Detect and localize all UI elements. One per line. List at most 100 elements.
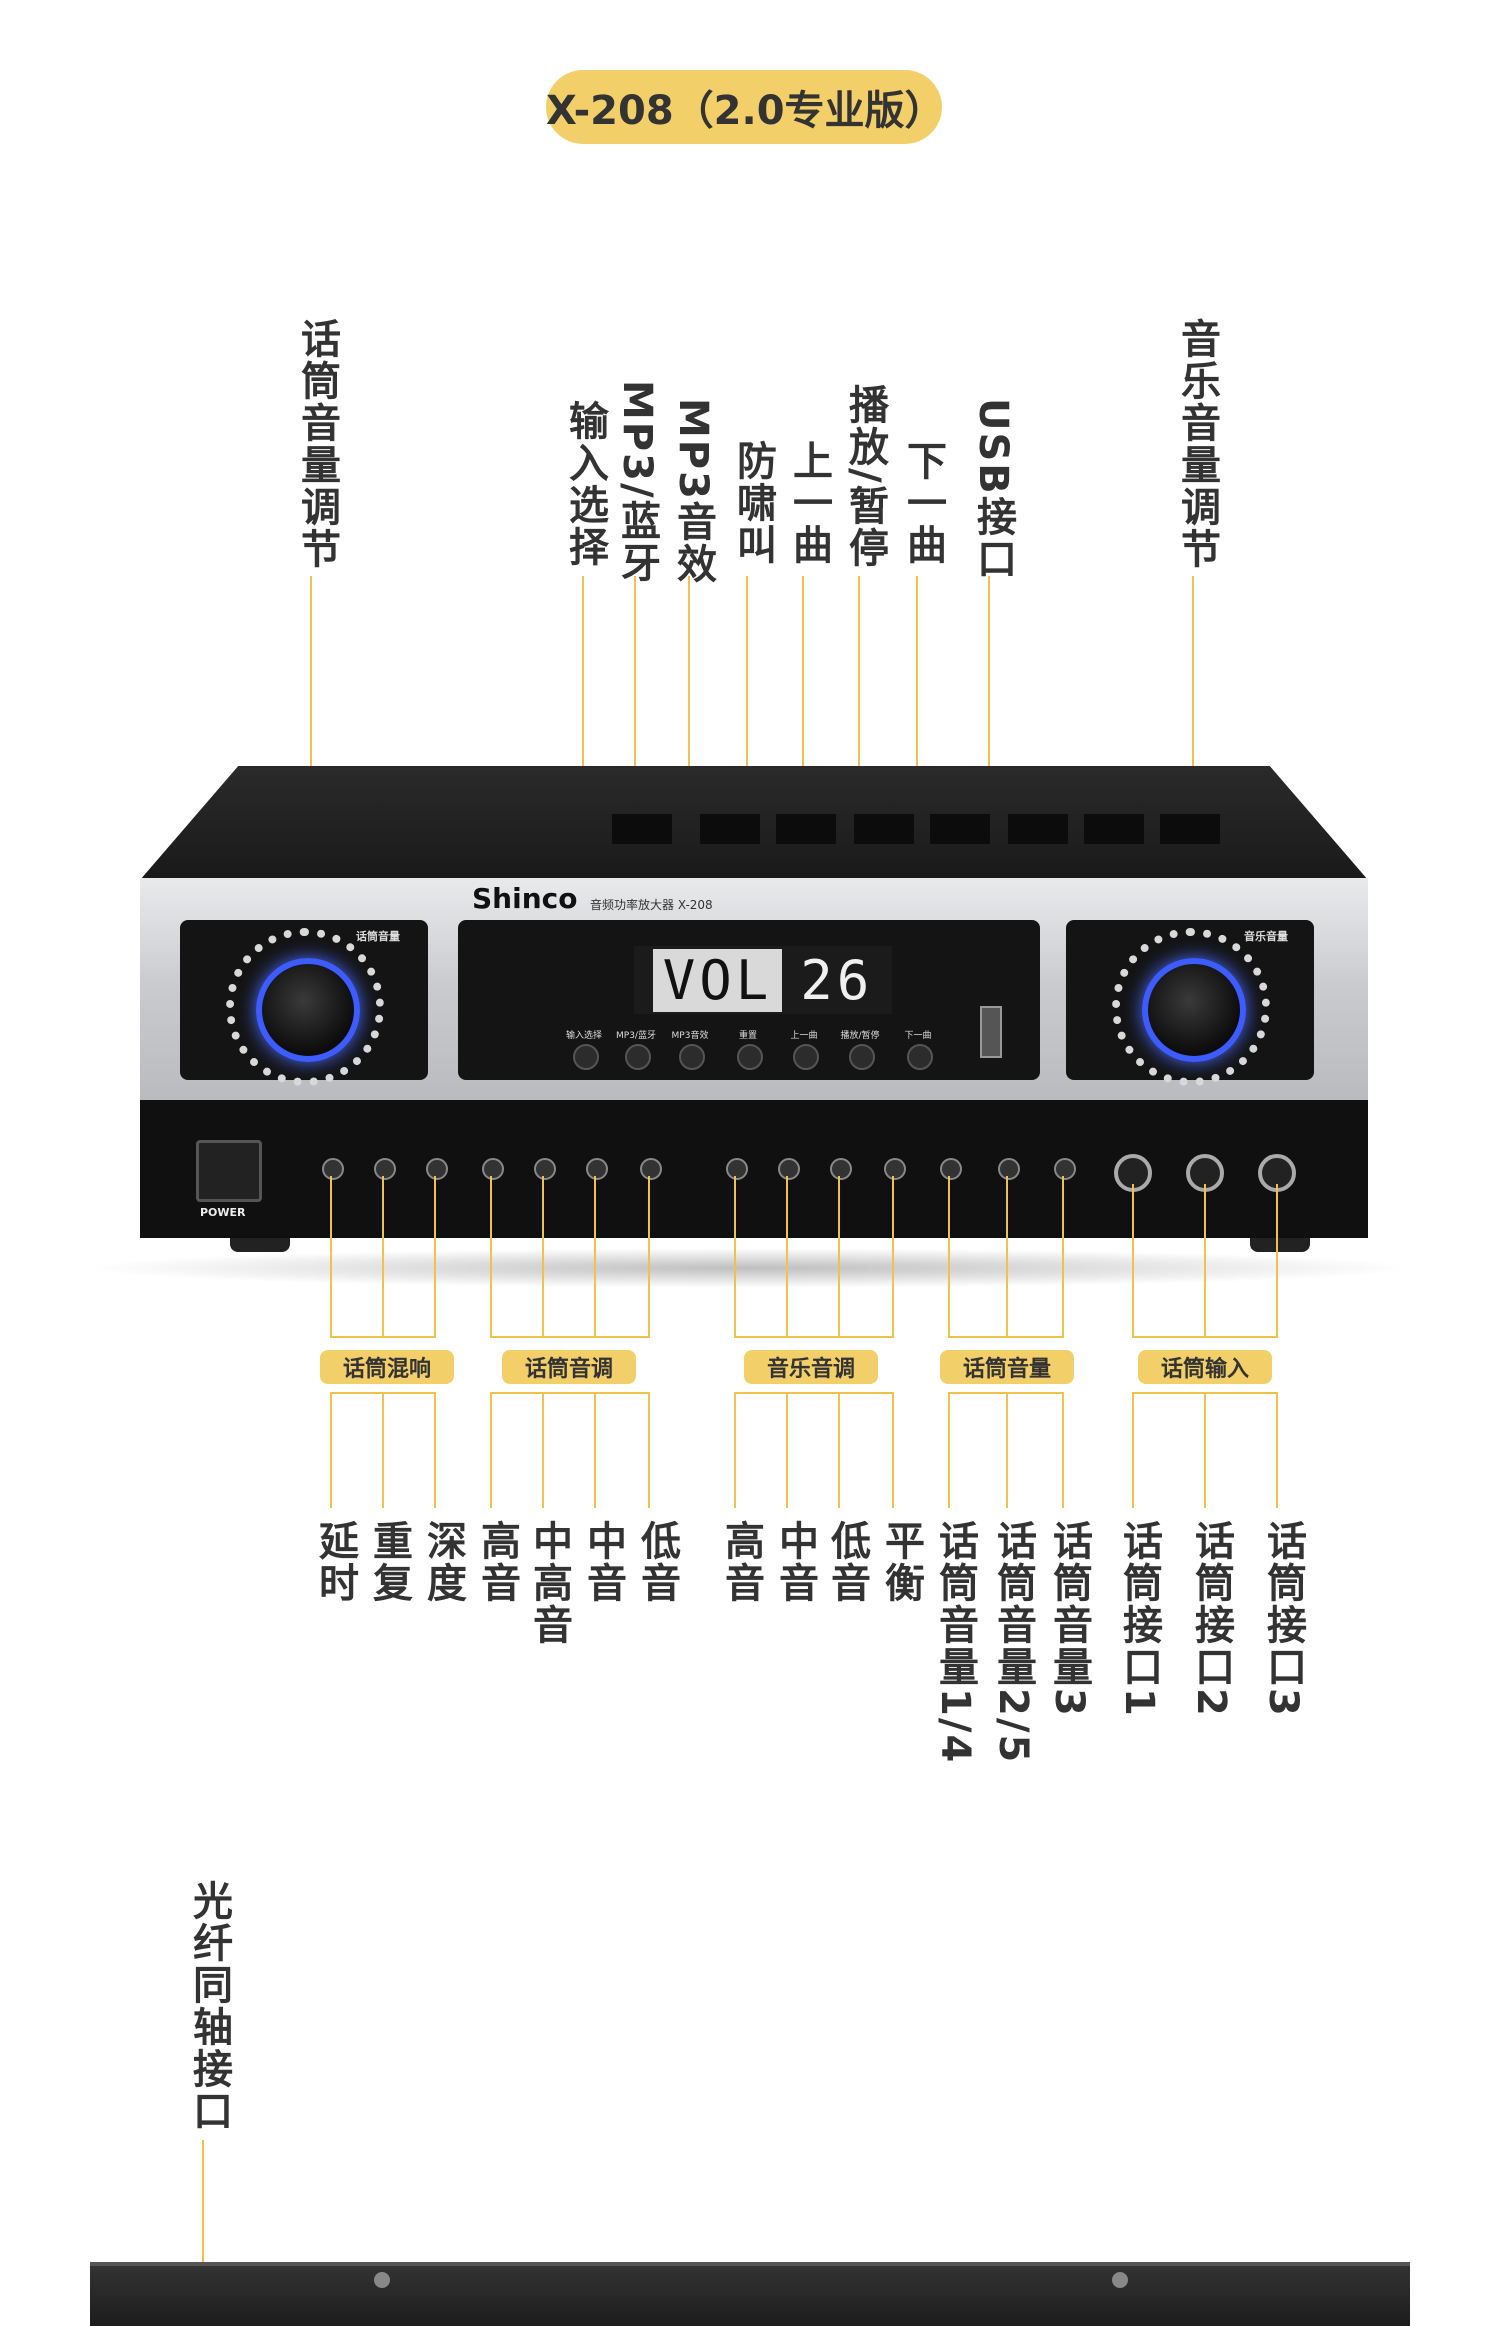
vent-slot bbox=[1160, 814, 1220, 844]
label-play-pause: 播放/暂停 bbox=[842, 384, 888, 569]
music-volume-scale bbox=[1112, 928, 1270, 1086]
label-input-select: 输入选择 bbox=[562, 400, 608, 568]
label-mic-volume-3: 话筒音量3 bbox=[1046, 1520, 1092, 1718]
leader-balance-up bbox=[892, 1176, 894, 1338]
mic-treble-knob[interactable] bbox=[482, 1158, 504, 1180]
play-pause-button[interactable] bbox=[849, 1044, 875, 1070]
leader-mic-mid-down bbox=[594, 1392, 596, 1508]
foot bbox=[230, 1238, 290, 1252]
label-music-treble: 高音 bbox=[718, 1520, 764, 1604]
label-depth: 深度 bbox=[420, 1520, 466, 1604]
delay-knob[interactable] bbox=[322, 1158, 344, 1180]
label-mp3-effect: MP3音效 bbox=[670, 398, 716, 585]
model-title: X-208（2.0专业版） bbox=[546, 88, 945, 134]
label-music-volume-adjust: 音乐音量调节 bbox=[1174, 318, 1220, 570]
mic-jack-1[interactable] bbox=[1114, 1154, 1152, 1192]
button-label-play-pause: 播放/暂停 bbox=[840, 1031, 880, 1041]
leader-mic-midhigh-down bbox=[542, 1392, 544, 1508]
bracket-music-tone-top bbox=[734, 1336, 894, 1338]
leader-mic-midhigh-up bbox=[542, 1176, 544, 1338]
mic-volume-14-knob[interactable] bbox=[940, 1158, 962, 1180]
prev-track-button[interactable] bbox=[793, 1044, 819, 1070]
leader-jack1-up bbox=[1132, 1184, 1134, 1338]
music-volume-panel-label: 音乐音量 bbox=[1244, 930, 1288, 943]
leader-jack3-up bbox=[1276, 1184, 1278, 1338]
label-repeat: 重复 bbox=[366, 1520, 412, 1604]
button-label-mp3-effect: MP3音效 bbox=[671, 1031, 709, 1041]
leader-mic14-up bbox=[948, 1176, 950, 1338]
leader-repeat-down bbox=[382, 1392, 384, 1508]
music-mid-knob[interactable] bbox=[778, 1158, 800, 1180]
leader-mic25-down bbox=[1006, 1392, 1008, 1508]
tag-mic-input: 话筒输入 bbox=[1138, 1350, 1272, 1384]
vent-slot bbox=[1084, 814, 1144, 844]
label-mic-bass: 低音 bbox=[634, 1520, 680, 1604]
lcd-display: VOL 26 bbox=[634, 946, 892, 1014]
button-label-reset: 重置 bbox=[738, 1031, 757, 1041]
vent-slot bbox=[776, 814, 836, 844]
leader-mic-treble-up bbox=[490, 1176, 492, 1338]
label-mic-mid-high: 中高音 bbox=[526, 1520, 572, 1646]
next-track-button[interactable] bbox=[907, 1044, 933, 1070]
mic-mid-knob[interactable] bbox=[586, 1158, 608, 1180]
music-volume-knob[interactable] bbox=[1142, 958, 1246, 1062]
mic-mid-high-knob[interactable] bbox=[534, 1158, 556, 1180]
bracket-mic-tone-top bbox=[490, 1336, 650, 1338]
bracket-mic-level-top bbox=[948, 1336, 1064, 1338]
anti-howl-button[interactable] bbox=[737, 1044, 763, 1070]
leader-delay-up bbox=[330, 1176, 332, 1338]
repeat-knob[interactable] bbox=[374, 1158, 396, 1180]
vent-slot bbox=[1008, 814, 1068, 844]
label-optical-coax: 光纤同轴接口 bbox=[186, 1880, 232, 2132]
leader-mic-mid-up bbox=[594, 1176, 596, 1338]
label-music-mid: 中音 bbox=[772, 1520, 818, 1604]
label-mic-port-1: 话筒接口1 bbox=[1116, 1520, 1162, 1718]
amplifier-lower-panel bbox=[140, 1100, 1368, 1238]
music-treble-knob[interactable] bbox=[726, 1158, 748, 1180]
button-label-next: 下一曲 bbox=[904, 1031, 932, 1041]
leader-mic-bass-up bbox=[648, 1176, 650, 1338]
button-label-input: 输入选择 bbox=[565, 1031, 602, 1041]
leader-music-bass-down bbox=[838, 1392, 840, 1508]
leader-depth-down bbox=[434, 1392, 436, 1508]
leader-music-mid-up bbox=[786, 1176, 788, 1338]
leader-mic3-up bbox=[1062, 1176, 1064, 1338]
music-bass-knob[interactable] bbox=[830, 1158, 852, 1180]
label-music-bass: 低音 bbox=[824, 1520, 870, 1604]
mic-volume-knob[interactable] bbox=[256, 958, 360, 1062]
label-next-track: 下一曲 bbox=[900, 440, 946, 566]
power-switch[interactable] bbox=[196, 1140, 262, 1202]
mic-volume-3-knob[interactable] bbox=[1054, 1158, 1076, 1180]
mic-volume-25-knob[interactable] bbox=[998, 1158, 1020, 1180]
screw bbox=[1112, 2272, 1128, 2288]
label-mic-volume-25: 话筒音量2/5 bbox=[990, 1520, 1036, 1765]
label-prev-track: 上一曲 bbox=[786, 440, 832, 566]
mp3-bluetooth-button[interactable] bbox=[625, 1044, 651, 1070]
leader-delay-down bbox=[330, 1392, 332, 1508]
vent-slot bbox=[930, 814, 990, 844]
input-select-button[interactable] bbox=[573, 1044, 599, 1070]
display-vol-text: VOL bbox=[652, 948, 783, 1012]
usb-port[interactable] bbox=[980, 1006, 1002, 1058]
leader-music-treble-down bbox=[734, 1392, 736, 1508]
mic-bass-knob[interactable] bbox=[640, 1158, 662, 1180]
depth-knob[interactable] bbox=[426, 1158, 448, 1180]
model-title-pill: X-208（2.0专业版） bbox=[546, 70, 945, 144]
balance-knob[interactable] bbox=[884, 1158, 906, 1180]
vent-slot bbox=[854, 814, 914, 844]
tag-mic-level: 话筒音量 bbox=[940, 1350, 1074, 1384]
display-vol-value: 26 bbox=[800, 948, 874, 1012]
vent-slot bbox=[612, 814, 672, 844]
label-mic-port-2: 话筒接口2 bbox=[1188, 1520, 1234, 1718]
label-usb-port: USB接口 bbox=[970, 398, 1016, 580]
power-label: POWER bbox=[200, 1206, 246, 1219]
vent-slot bbox=[700, 814, 760, 844]
label-mic-port-3: 话筒接口3 bbox=[1260, 1520, 1306, 1718]
label-mic-treble: 高音 bbox=[474, 1520, 520, 1604]
bracket-mic-tone-bottom bbox=[490, 1392, 650, 1394]
bracket-music-tone-bottom bbox=[734, 1392, 894, 1394]
leader-music-bass-up bbox=[838, 1176, 840, 1338]
leader-jack3-down bbox=[1276, 1392, 1278, 1508]
bracket-mic-input-top bbox=[1132, 1336, 1278, 1338]
mp3-effect-button[interactable] bbox=[679, 1044, 705, 1070]
